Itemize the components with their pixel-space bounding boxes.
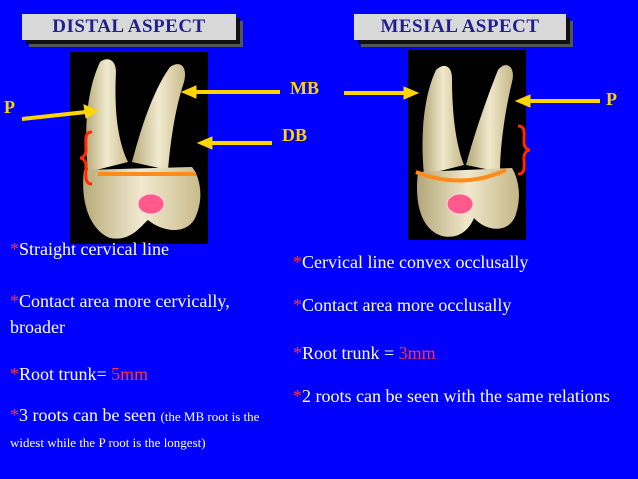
bullet-star: * (293, 295, 302, 315)
bullet-star: * (293, 386, 302, 406)
bullet-star: * (10, 291, 19, 311)
arrow-p-left (21, 104, 100, 121)
label-p-left: P (4, 97, 15, 117)
bullet-star: * (293, 343, 302, 363)
distal-bracket (79, 130, 93, 186)
arrow-mb-left (180, 85, 280, 99)
distal-note-4-detail: (the MB root is the widest while the P r… (10, 409, 260, 450)
distal-aspect-title: DISTAL ASPECT (52, 16, 206, 37)
distal-note-4: *3 roots can be seen (the MB root is the… (10, 402, 295, 454)
mesial-aspect-title: MESIAL ASPECT (380, 16, 540, 37)
distal-root-trunk-value: 5mm (111, 364, 149, 384)
mesial-note-2: *Contact area more occlusally (293, 292, 633, 318)
distal-note-4-text: 3 roots can be seen (19, 405, 161, 425)
distal-note-1: *Straight cervical line (10, 236, 280, 262)
bullet-star: * (10, 405, 19, 425)
mesial-cervical-line (415, 168, 507, 183)
arrow-p-right (514, 94, 600, 108)
distal-contact-dot (137, 193, 165, 215)
mesial-contact-dot (446, 193, 474, 215)
mesial-note-3-text: Root trunk = (302, 343, 399, 363)
bullet-star: * (10, 364, 19, 384)
mesial-note-2-text: Contact area more occlusally (302, 295, 512, 315)
mesial-note-1: *Cervical line convex occlusally (293, 249, 633, 275)
mesial-note-1-text: Cervical line convex occlusally (302, 252, 529, 272)
distal-note-3: *Root trunk= 5mm (10, 361, 280, 387)
label-mb: MB (290, 78, 319, 98)
distal-aspect-heading: DISTAL ASPECT (22, 14, 236, 40)
bullet-star: * (293, 252, 302, 272)
label-db: DB (282, 125, 308, 145)
mesial-root-trunk-value: 3mm (398, 343, 436, 363)
bullet-star: * (10, 239, 19, 259)
arrow-db (196, 136, 272, 150)
mesial-note-4-text: 2 roots can be seen with the same relati… (302, 386, 610, 406)
distal-note-1-text: Straight cervical line (19, 239, 169, 259)
mesial-note-4: *2 roots can be seen with the same relat… (293, 383, 635, 409)
distal-note-2-text: Contact area more cervically, broader (10, 291, 230, 337)
mesial-bracket (517, 124, 531, 176)
mesial-tooth-image (417, 65, 519, 237)
label-p-right: P (606, 89, 617, 109)
distal-note-3-text: Root trunk= (19, 364, 112, 384)
arrow-mb-right (344, 86, 420, 100)
mesial-note-3: *Root trunk = 3mm (293, 340, 633, 366)
mesial-aspect-heading: MESIAL ASPECT (354, 14, 566, 40)
distal-note-2: *Contact area more cervically, broader (10, 288, 240, 340)
